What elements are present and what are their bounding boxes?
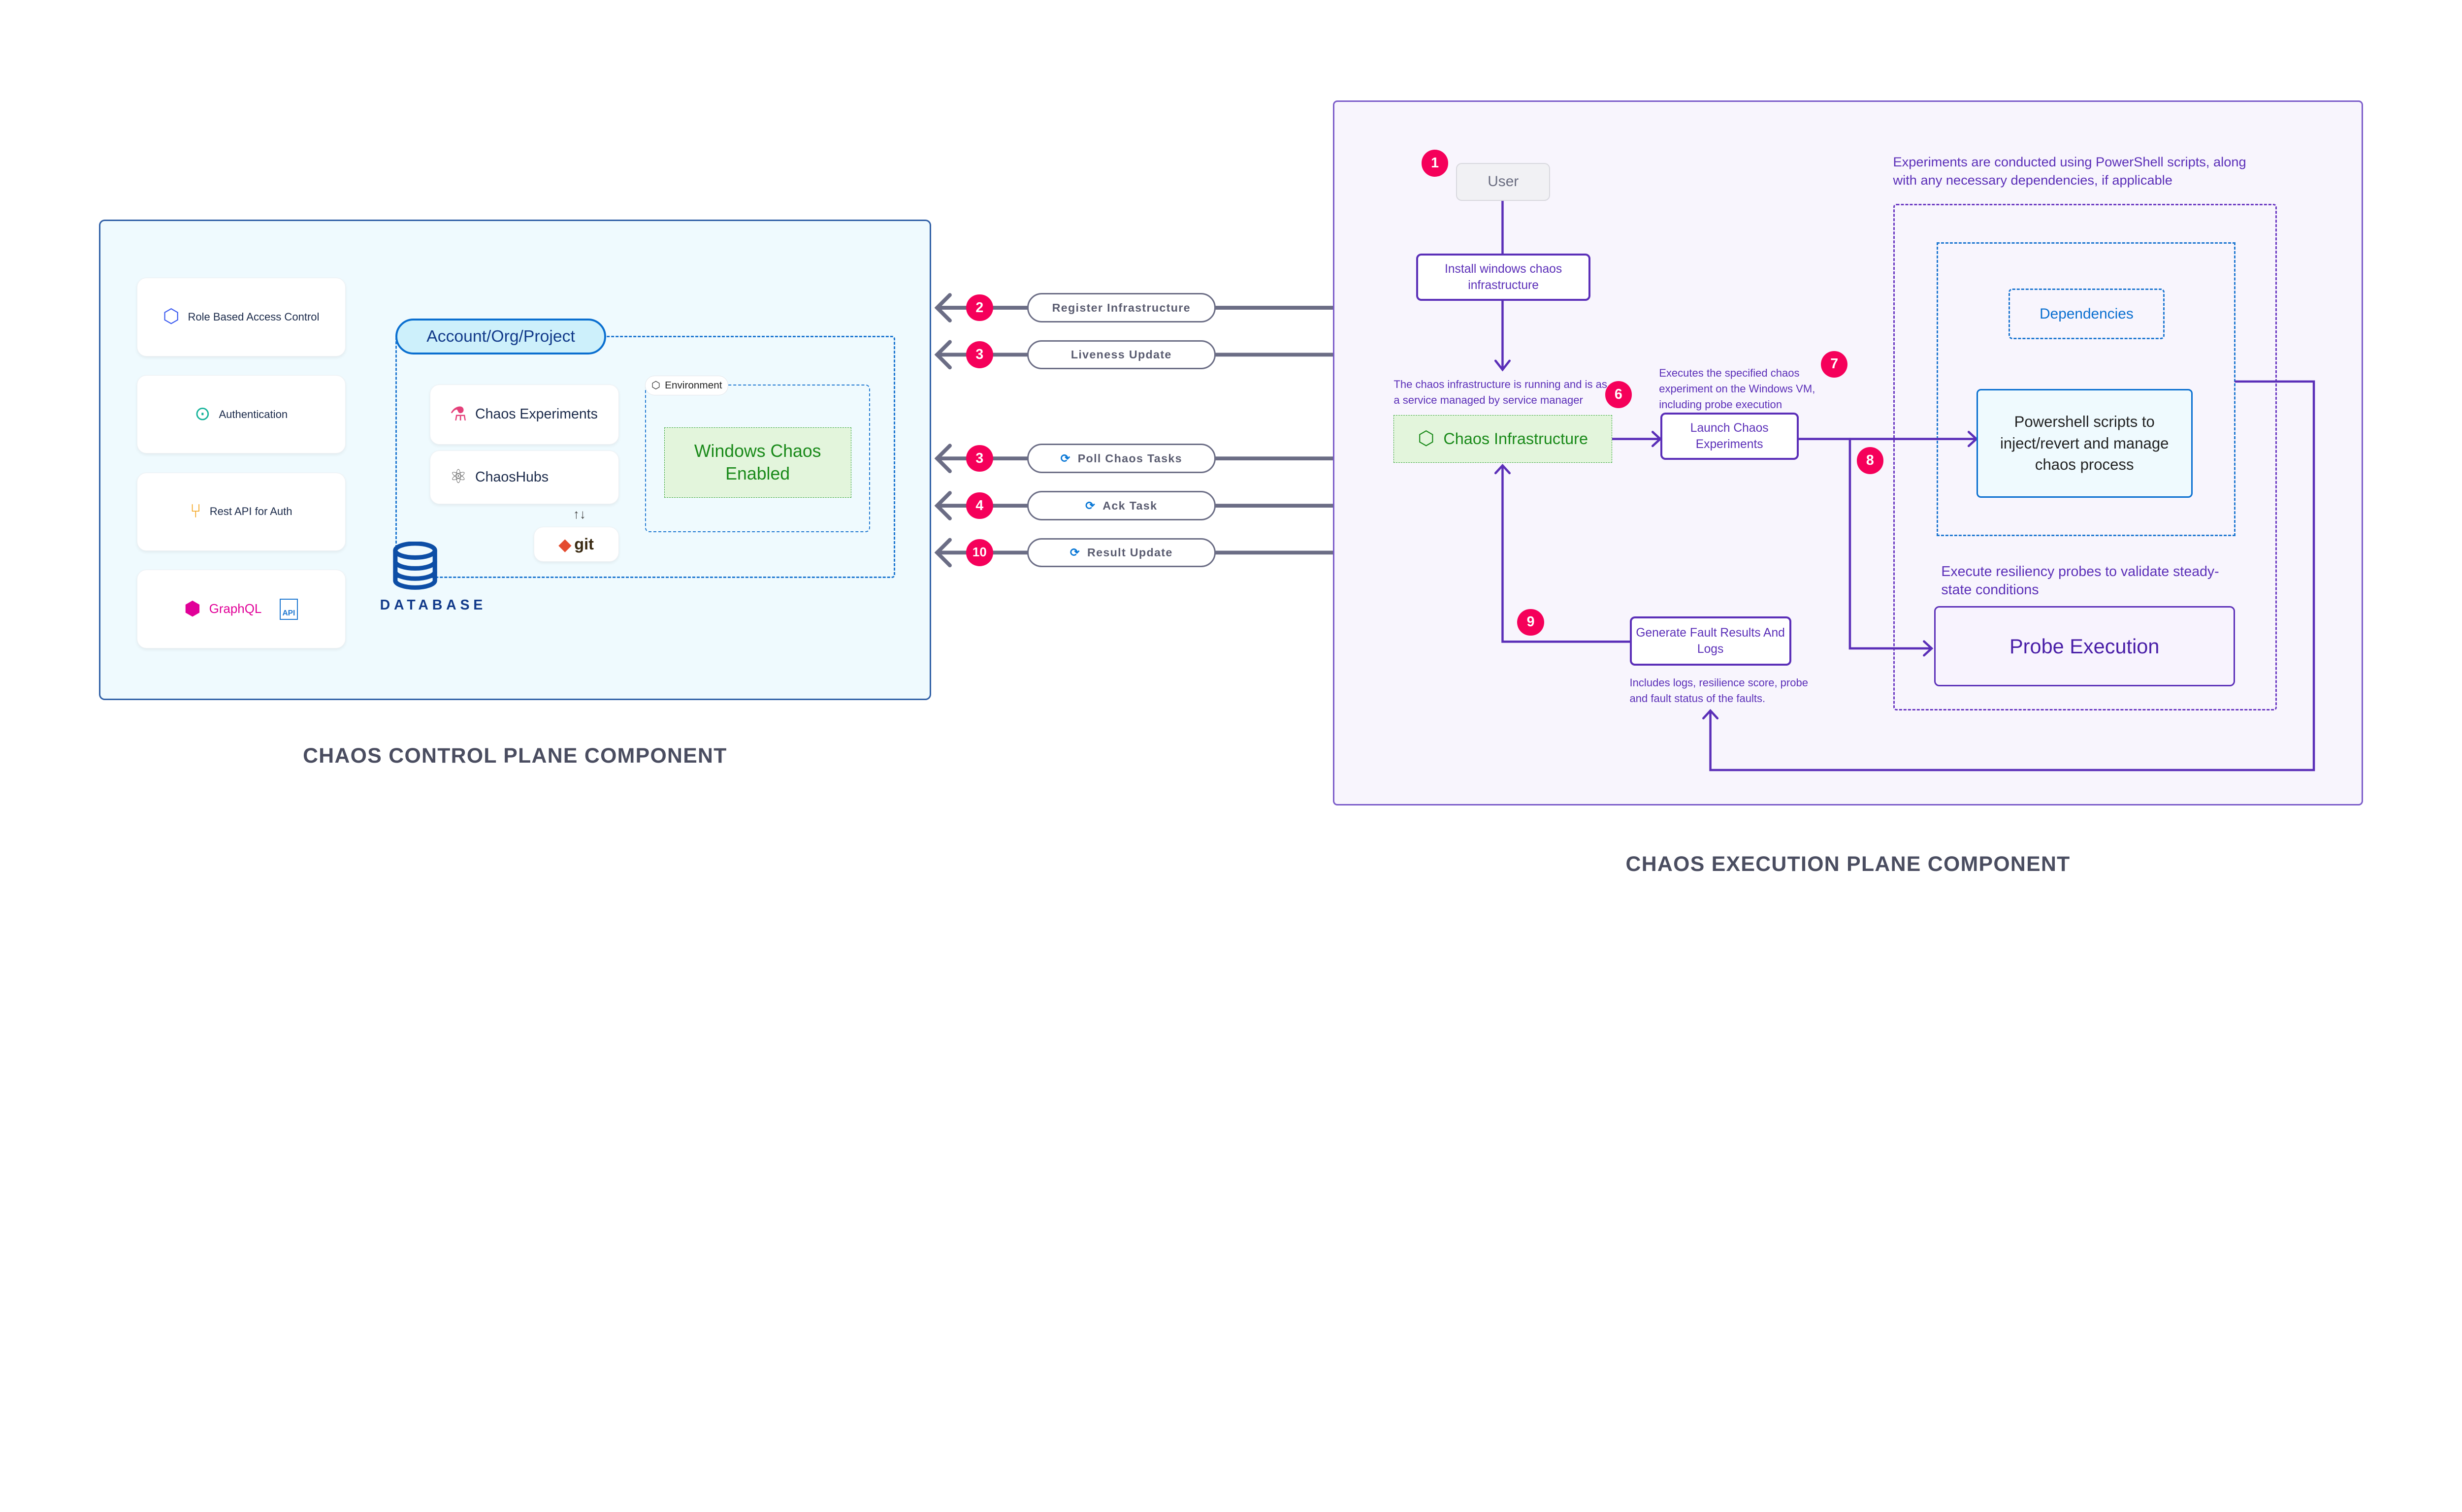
step-badge: 6 (1605, 381, 1632, 408)
database-label: DATABASE (380, 597, 487, 613)
card-label: Authentication (219, 408, 288, 420)
card-label: GraphQL (209, 602, 262, 616)
message-poll-chaos-tasks: ⟳ Poll Chaos Tasks (1027, 444, 1216, 473)
card-graphql: ⬢ GraphQL API (136, 570, 346, 648)
execution-plane-title: CHAOS EXECUTION PLANE COMPONENT (1625, 852, 2071, 876)
account-container (395, 336, 895, 578)
generate-caption: Includes logs, resilience score, probe a… (1629, 676, 1809, 705)
sync-icon: ⟳ (1069, 546, 1080, 559)
git-label: git (574, 535, 594, 553)
chaoshubs-card: ⚛ ChaosHubs (430, 450, 619, 504)
sync-icon: ⟳ (1085, 499, 1096, 513)
environment-container (645, 385, 870, 532)
rest-api-icon: ⑂ (190, 500, 201, 522)
generate-fault-results: Generate Fault Results And Logs (1629, 616, 1791, 666)
step-badge: 10 (966, 539, 993, 566)
database-icon (393, 542, 437, 590)
step-badge: 3 (966, 341, 993, 368)
message-liveness-update: Liveness Update (1027, 340, 1216, 370)
windows-chaos-enabled: Windows Chaos Enabled (664, 427, 851, 498)
card-rbac: ⬡ Role Based Access Control (136, 278, 346, 356)
step-badge: 2 (966, 294, 993, 322)
git-card: ◆git (534, 526, 619, 562)
message-ack-task: ⟳ Ack Task (1027, 491, 1216, 520)
control-plane-title: CHAOS CONTROL PLANE COMPONENT (303, 743, 727, 768)
auth-icon: ⊙ (194, 403, 211, 425)
sync-arrows-icon: ↑↓ (573, 507, 586, 521)
chaos-experiments-card: ⚗ Chaos Experiments (430, 385, 619, 445)
probe-caption: Execute resiliency probes to validate st… (1941, 563, 2219, 598)
launch-caption: Executes the specified chaos experiment … (1659, 367, 1815, 411)
card-label: Role Based Access Control (188, 310, 320, 323)
git-icon: ◆ (558, 535, 571, 553)
flask-icon: ⚗ (450, 403, 467, 425)
hexagon-icon: ⬡ (1418, 428, 1435, 450)
card-label: Rest API for Auth (209, 505, 292, 518)
account-org-project: Account/Org/Project (395, 319, 606, 355)
message-label: Poll Chaos Tasks (1077, 451, 1182, 465)
probe-execution: Probe Execution (1934, 606, 2235, 687)
powershell-scripts: Powershell scripts to inject/revert and … (1976, 388, 2193, 498)
message-label: Register Infrastructure (1052, 301, 1191, 314)
chaoshubs-label: ChaosHubs (475, 469, 549, 485)
step-badge: 4 (966, 492, 993, 519)
user-node: User (1456, 162, 1551, 201)
environment-label: ⬡ Environment (645, 375, 729, 395)
chaoshub-icon: ⚛ (450, 466, 467, 487)
infra-caption: The chaos infrastructure is running and … (1393, 378, 1607, 407)
message-label: Liveness Update (1070, 348, 1172, 361)
step-badge: 1 (1421, 150, 1449, 177)
message-register-infrastructure: Register Infrastructure (1027, 293, 1216, 322)
launch-chaos-experiments: Launch Chaos Experiments (1660, 413, 1799, 460)
message-label: Ack Task (1102, 499, 1158, 512)
sync-icon: ⟳ (1060, 452, 1071, 465)
dependencies: Dependencies (2008, 289, 2165, 340)
step-badge: 3 (966, 445, 993, 472)
message-label: Result Update (1087, 546, 1173, 559)
graphql-icon: ⬢ (184, 598, 201, 619)
card-rest-api: ⑂ Rest API for Auth (136, 472, 346, 551)
environment-icon: ⬡ (651, 380, 661, 391)
chaos-experiments-label: Chaos Experiments (475, 406, 598, 422)
powershell-caption: Experiments are conducted using PowerShe… (1893, 154, 2246, 188)
rbac-icon: ⬡ (162, 306, 180, 327)
step-badge: 8 (1856, 447, 1884, 474)
step-badge: 7 (1820, 351, 1848, 378)
card-authentication: ⊙ Authentication (136, 375, 346, 454)
step-badge: 9 (1517, 609, 1544, 636)
chaos-infrastructure: ⬡ Chaos Infrastructure (1393, 415, 1612, 463)
environment-text: Environment (665, 379, 722, 391)
chaos-infrastructure-label: Chaos Infrastructure (1443, 430, 1588, 448)
api-doc-icon: API (279, 598, 298, 620)
install-infrastructure-step: Install windows chaos infrastructure (1416, 253, 1591, 301)
message-result-update: ⟳ Result Update (1027, 538, 1216, 568)
